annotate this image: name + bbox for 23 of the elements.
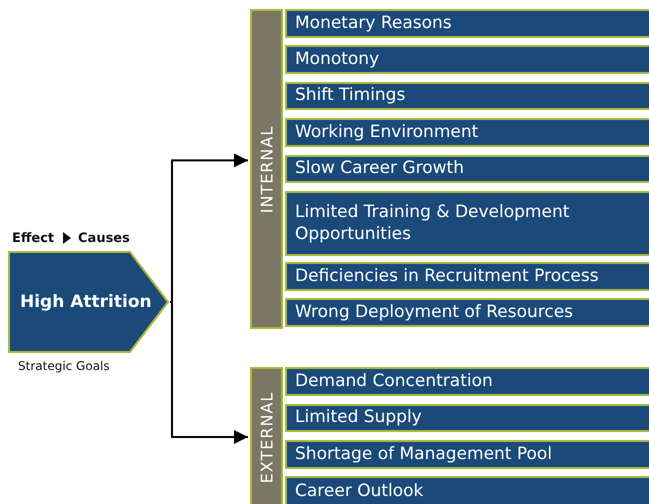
category-label: INTERNAL — [257, 125, 276, 213]
cause-box: Monotony — [285, 45, 649, 74]
node-label: Strategic Goals — [18, 359, 110, 373]
category-bar — [250, 9, 283, 329]
cause-box: Demand Concentration — [285, 367, 649, 396]
cause-box: Shortage of Management Pool — [285, 440, 649, 469]
category-label: EXTERNAL — [257, 391, 276, 483]
cause-box: Monetary Reasons — [285, 9, 649, 38]
cause-box: Shift Timings — [285, 82, 649, 110]
effect-text: High Attrition — [20, 292, 152, 312]
causes-label: Causes — [78, 231, 130, 246]
cause-box: Wrong Deployment of Resources — [285, 298, 649, 327]
effect-pentagon — [8, 251, 170, 353]
connector-arrow — [170, 301, 248, 444]
cause-box: Limited Supply — [285, 404, 649, 432]
cause-box: Career Outlook — [285, 476, 649, 504]
cause-box: Working Environment — [285, 118, 649, 147]
cause-box: Limited Training & Development Opportunities — [285, 191, 649, 256]
cause-box: Deficiencies in Recruitment Process — [285, 262, 649, 291]
category-bar — [250, 367, 283, 504]
cause-box: Slow Career Growth — [285, 155, 649, 183]
connector-arrow — [170, 153, 248, 303]
effect-label: Effect — [12, 231, 54, 246]
